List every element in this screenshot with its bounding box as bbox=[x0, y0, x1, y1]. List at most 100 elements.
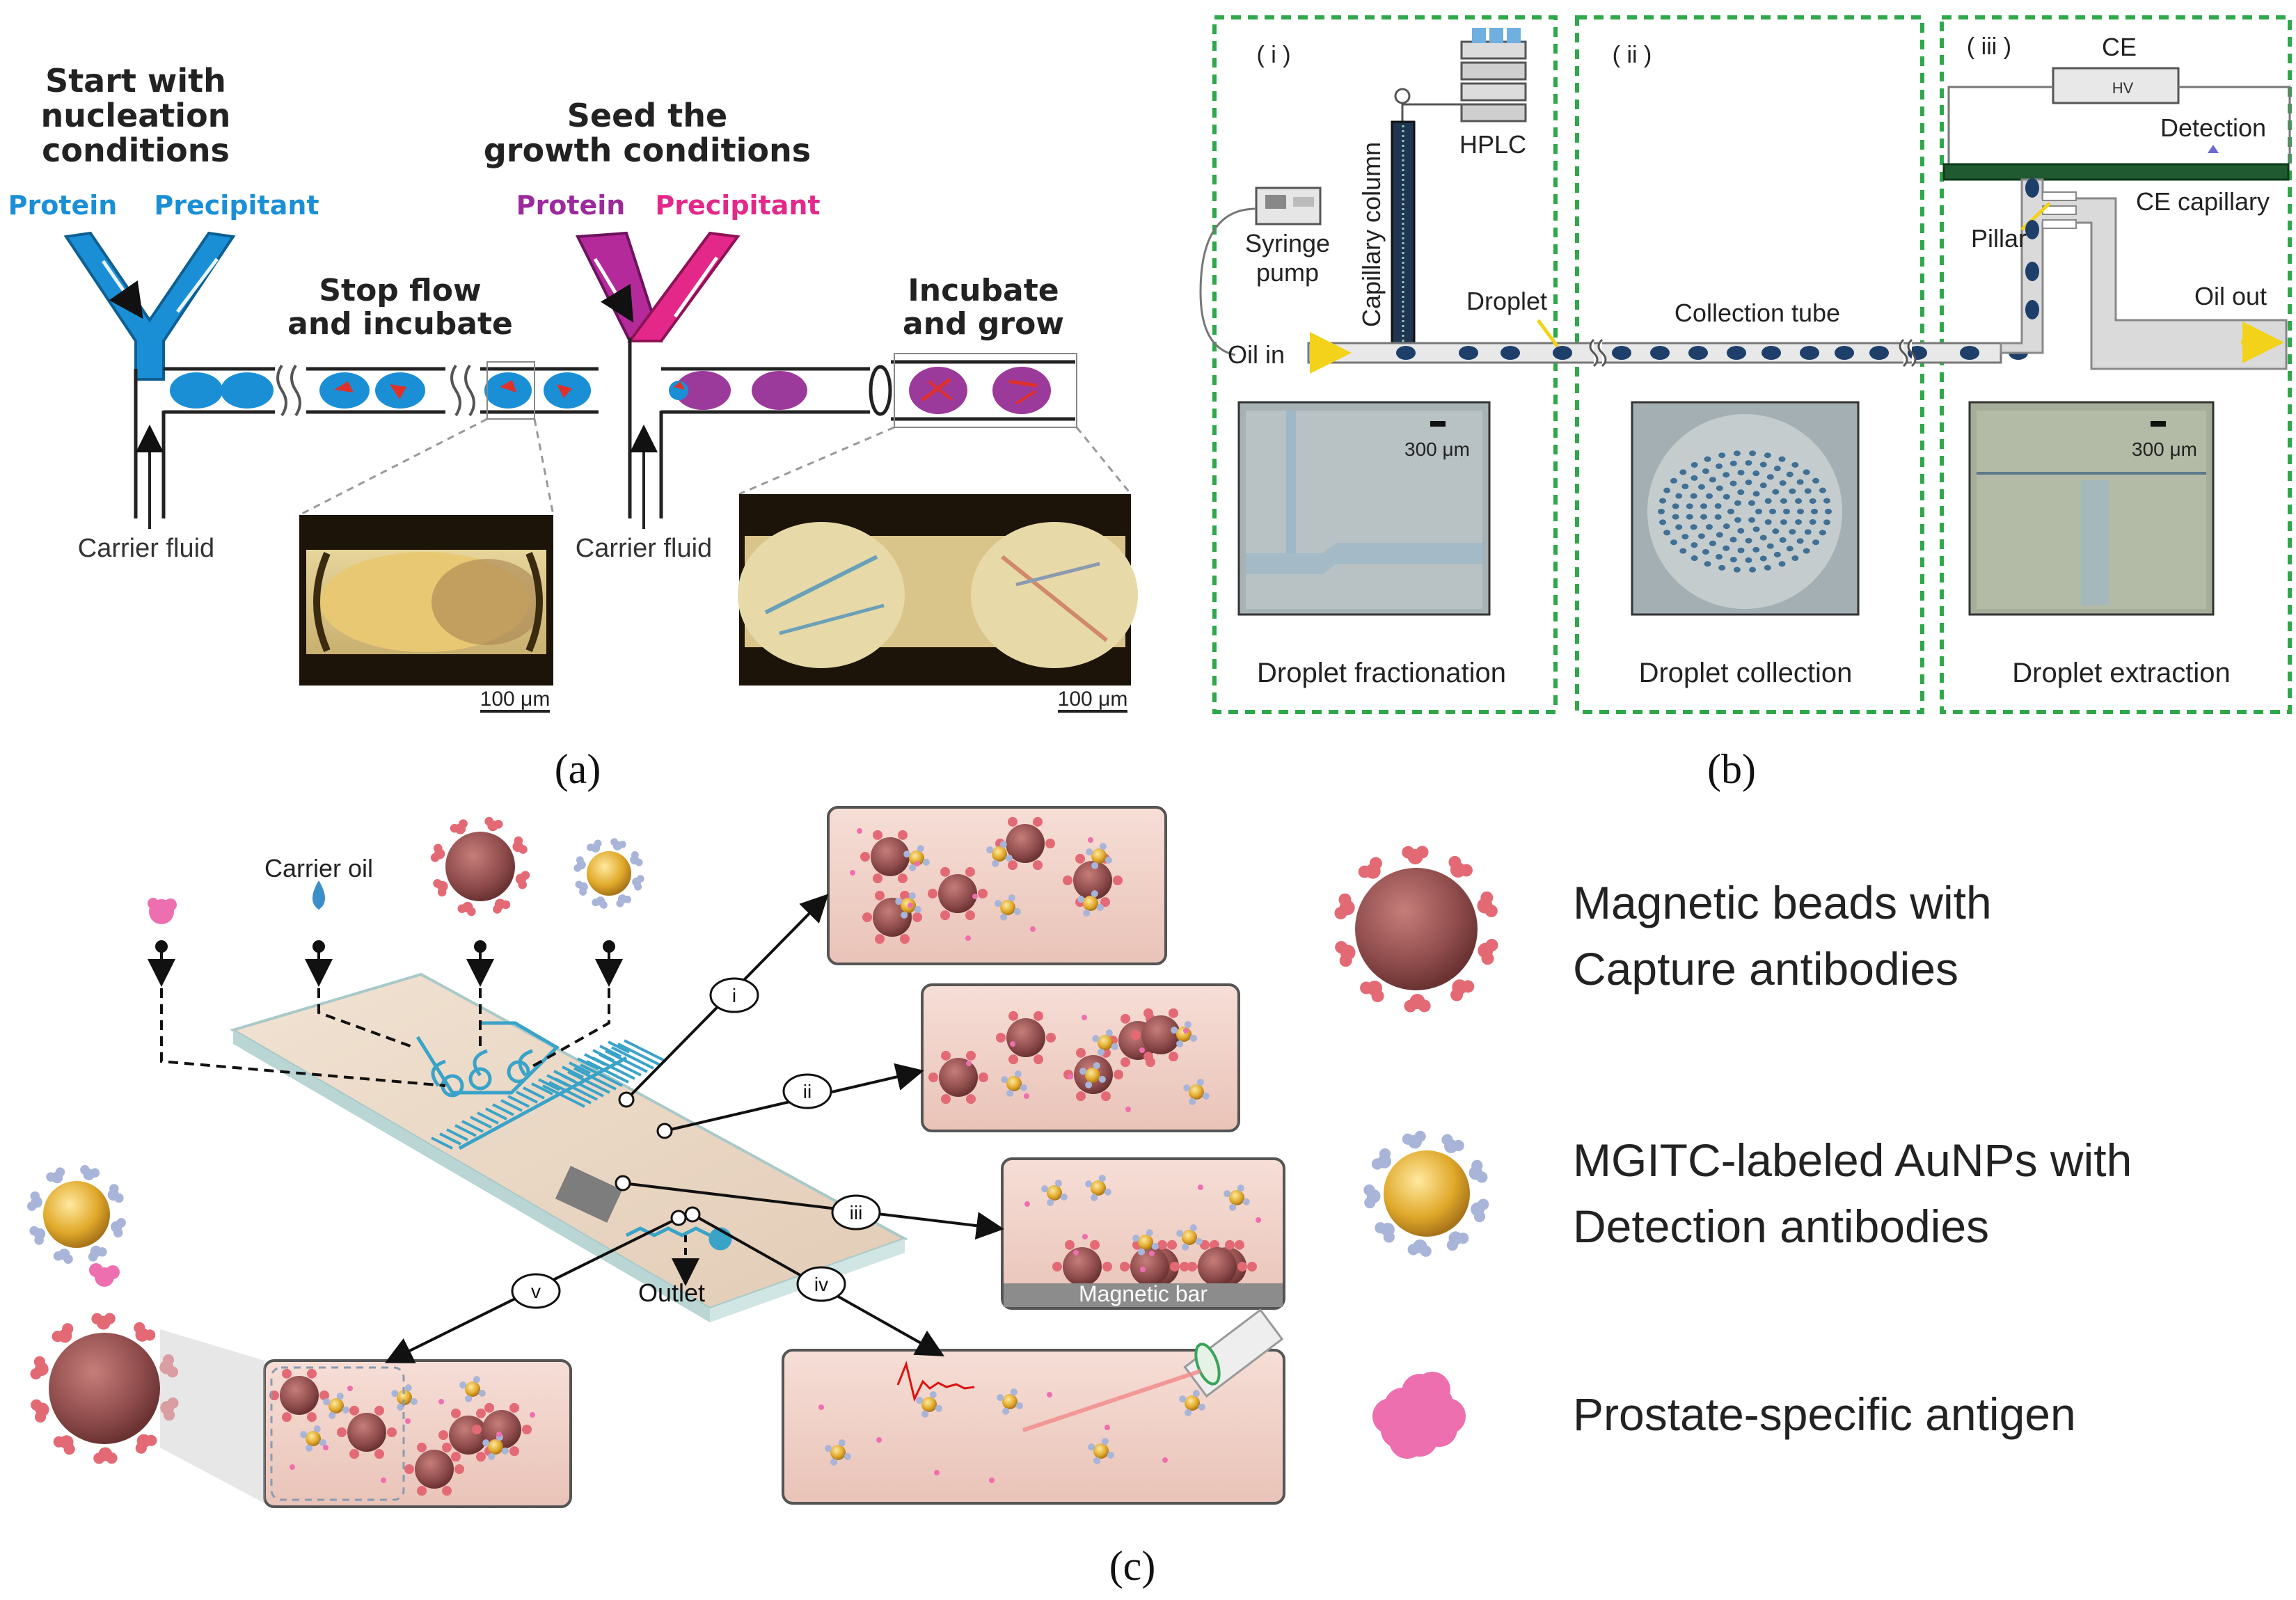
label-section-iii: ( iii ) bbox=[1967, 33, 2011, 60]
detail-box-ii bbox=[921, 983, 1240, 1132]
heading-start-line1: Start with bbox=[45, 62, 226, 100]
heading-start-line2: nucleation bbox=[41, 97, 231, 134]
caption-a: (a) bbox=[555, 746, 601, 792]
step-badge-v: v bbox=[511, 1273, 561, 1309]
label-protein-2: Protein bbox=[516, 190, 626, 221]
label-hplc: HPLC bbox=[1459, 130, 1526, 159]
detail-boxes: Magnetic bar bbox=[263, 806, 1285, 1508]
step-badge-ii: ii bbox=[782, 1073, 832, 1109]
input-carrier-oil bbox=[305, 880, 333, 987]
label-precipitant-1: Precipitant bbox=[154, 190, 319, 221]
frame-section-ii bbox=[1575, 15, 1924, 714]
legend-aunp-line1: MGITC-labeled AuNPs with bbox=[1573, 1134, 2132, 1186]
input-aunp bbox=[573, 838, 644, 987]
label-section-ii: ( ii ) bbox=[1613, 42, 1652, 68]
label-collection: Droplet collection bbox=[1639, 658, 1853, 688]
heading-incubate-line1: Incubate bbox=[908, 273, 1059, 308]
legend-magnetic-bead-icon bbox=[1334, 846, 1498, 1013]
heading-seed-line2: growth conditions bbox=[484, 132, 811, 169]
channel-a-2 bbox=[628, 338, 1077, 518]
label-protein-1: Protein bbox=[8, 190, 118, 221]
legend-bead-line2: Capture antibodies bbox=[1573, 943, 1958, 995]
label-collection-tube: Collection tube bbox=[1675, 299, 1840, 327]
droplet-series-b bbox=[1396, 338, 2028, 367]
label-carrier-oil: Carrier oil bbox=[264, 854, 373, 882]
step-label: iv bbox=[814, 1274, 828, 1295]
micrograph-a-2 bbox=[738, 494, 1138, 686]
label-outlet: Outlet bbox=[638, 1278, 705, 1307]
heading-incubate-line2: and grow bbox=[903, 306, 1064, 342]
label-capillary-column: Capillary column bbox=[1357, 142, 1386, 327]
raman-spectrum bbox=[896, 1361, 975, 1402]
step-badge-iv: iv bbox=[796, 1266, 846, 1302]
step-badge-iii: iii bbox=[831, 1194, 881, 1230]
input-magnetic-bead bbox=[430, 816, 530, 987]
frame-section-iii bbox=[1940, 15, 2292, 714]
panel-a: Start with nucleation conditions Protein… bbox=[8, 62, 1138, 792]
step-label: iii bbox=[850, 1202, 863, 1223]
blue-droplet bbox=[170, 372, 223, 409]
label-carrier-fluid-2: Carrier fluid bbox=[576, 534, 712, 563]
label-scale-b-1: 300 μm bbox=[1404, 438, 1470, 460]
label-magnetic-bar: Magnetic bar bbox=[1079, 1281, 1208, 1306]
label-scale-a-2: 100 μm bbox=[1058, 688, 1128, 711]
label-fractionation: Droplet fractionation bbox=[1257, 658, 1506, 688]
panel-b: ( i ) ( ii ) ( iii ) HPLC Capillary colu… bbox=[1199, 15, 2292, 792]
label-scale-a-1: 100 μm bbox=[480, 688, 551, 711]
step-label: ii bbox=[803, 1081, 811, 1102]
label-syringe-line1: Syringe bbox=[1245, 229, 1330, 258]
label-hv: HV bbox=[2112, 79, 2134, 97]
legend-psa: Prostate-specific antigen bbox=[1573, 1388, 2076, 1440]
label-precipitant-2: Precipitant bbox=[655, 190, 820, 221]
legend-aunp-icon bbox=[1363, 1130, 1489, 1257]
legend-bead-line1: Magnetic beads with bbox=[1573, 877, 1992, 928]
pillar bbox=[2042, 191, 2077, 201]
label-scale-b-3: 300 μm bbox=[2132, 438, 2197, 460]
step-label: i bbox=[732, 985, 736, 1006]
panel-c: Carrier oil Magnetic bar bbox=[27, 806, 2132, 1589]
y-junction-2 bbox=[575, 231, 741, 342]
heading-seed-line1: Seed the bbox=[567, 97, 727, 134]
detail-box-v bbox=[263, 1359, 572, 1508]
ce-instrument-icon bbox=[2052, 67, 2180, 104]
frame-section-i bbox=[1212, 15, 1558, 714]
heading-stop-line2: and incubate bbox=[287, 306, 513, 342]
detail-box-i bbox=[827, 806, 1167, 965]
label-oil-in: Oil in bbox=[1228, 340, 1285, 369]
syringe-pump-icon bbox=[1199, 187, 1322, 356]
magnetic-bar-chip bbox=[555, 1166, 623, 1223]
input-dashed-lines bbox=[160, 988, 610, 1087]
y-junction-1 bbox=[63, 231, 236, 381]
heading-start-line3: conditions bbox=[42, 132, 230, 169]
outlet-channel bbox=[625, 1226, 732, 1251]
collected-droplets bbox=[1658, 450, 1832, 573]
label-ce-capillary: CE capillary bbox=[2136, 187, 2270, 216]
label-detection: Detection bbox=[2160, 113, 2266, 142]
sandwich-complex bbox=[27, 1165, 179, 1464]
label-syringe-line2: pump bbox=[1256, 258, 1319, 287]
laser-objective-icon bbox=[1022, 1308, 1284, 1432]
label-carrier-fluid-1: Carrier fluid bbox=[78, 534, 214, 563]
serpentine-channel bbox=[431, 1039, 667, 1150]
label-pillar: Pillar bbox=[1971, 224, 2027, 253]
droplet-column-b bbox=[2025, 178, 2039, 319]
chip bbox=[229, 972, 908, 1310]
ce-capillary bbox=[1942, 163, 2290, 181]
channel-a-1 bbox=[134, 361, 599, 518]
micrograph-a-1 bbox=[299, 515, 553, 686]
label-extraction: Droplet extraction bbox=[2012, 658, 2230, 688]
pillar bbox=[2042, 219, 2077, 229]
label-droplet: Droplet bbox=[1466, 287, 1547, 315]
legend-psa-icon bbox=[1372, 1372, 1466, 1459]
legend-aunp-line2: Detection antibodies bbox=[1573, 1201, 1989, 1252]
step-label: v bbox=[531, 1281, 541, 1302]
detail-box-iii: Magnetic bar bbox=[1001, 1157, 1285, 1310]
label-ce: CE bbox=[2102, 33, 2137, 61]
input-psa bbox=[148, 898, 177, 987]
caption-c: (c) bbox=[1109, 1543, 1156, 1589]
step-badge-i: i bbox=[709, 977, 759, 1013]
label-oil-out: Oil out bbox=[2194, 282, 2267, 310]
label-section-i: ( i ) bbox=[1256, 42, 1290, 68]
